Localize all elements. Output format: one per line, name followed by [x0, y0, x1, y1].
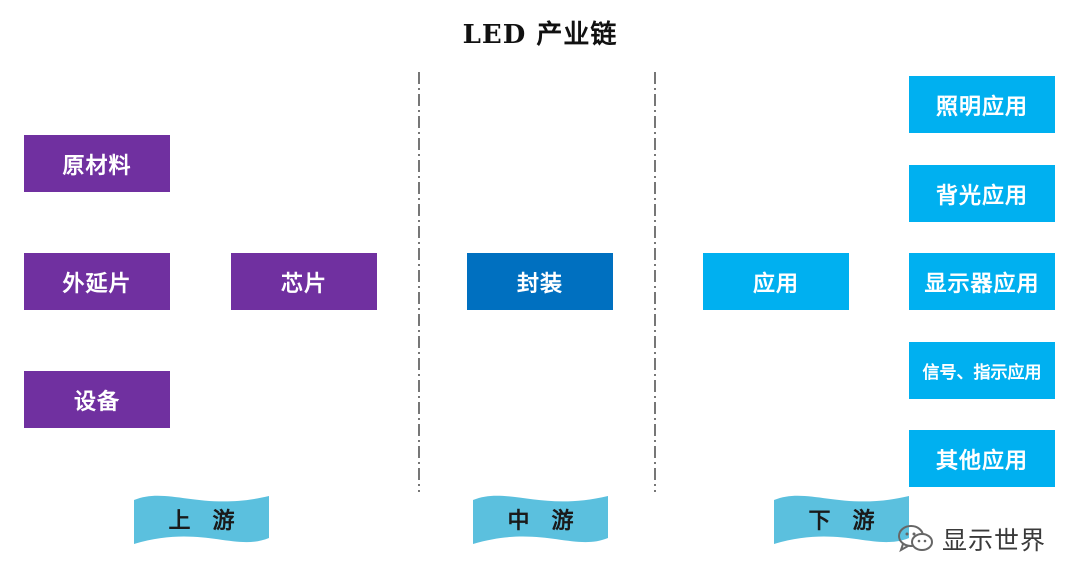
banner-midstream-label: 中游 [507, 509, 596, 534]
wave-banner-shape [473, 495, 608, 544]
banner-upstream: 上游 [134, 494, 269, 550]
box-packaging: 封装 [467, 253, 613, 310]
wave-banner-shape [774, 495, 909, 544]
divider-left [418, 72, 420, 492]
watermark: 显示世界 [898, 519, 1046, 559]
banner-midstream: 中游 [473, 494, 608, 550]
box-lighting-app: 照明应用 [909, 76, 1055, 133]
box-signal-indicator-app: 信号、指示应用 [909, 342, 1055, 399]
box-display-app: 显示器应用 [909, 253, 1055, 310]
box-epitaxial-wafer: 外延片 [24, 253, 170, 310]
watermark-text: 显示世界 [942, 526, 1047, 555]
wechat-icon [898, 525, 933, 553]
banner-upstream-label: 上游 [168, 509, 257, 534]
box-chip: 芯片 [231, 253, 377, 310]
box-raw-materials: 原材料 [24, 135, 170, 192]
box-application: 应用 [703, 253, 849, 310]
box-other-app: 其他应用 [909, 430, 1055, 487]
banner-downstream: 下游 [774, 494, 909, 550]
wave-banner-shape [134, 495, 269, 544]
box-equipment: 设备 [24, 371, 170, 428]
box-backlight-app: 背光应用 [909, 165, 1055, 222]
banner-downstream-label: 下游 [808, 509, 897, 534]
divider-right [654, 72, 656, 492]
diagram-title: LED 产业链 [462, 20, 618, 50]
